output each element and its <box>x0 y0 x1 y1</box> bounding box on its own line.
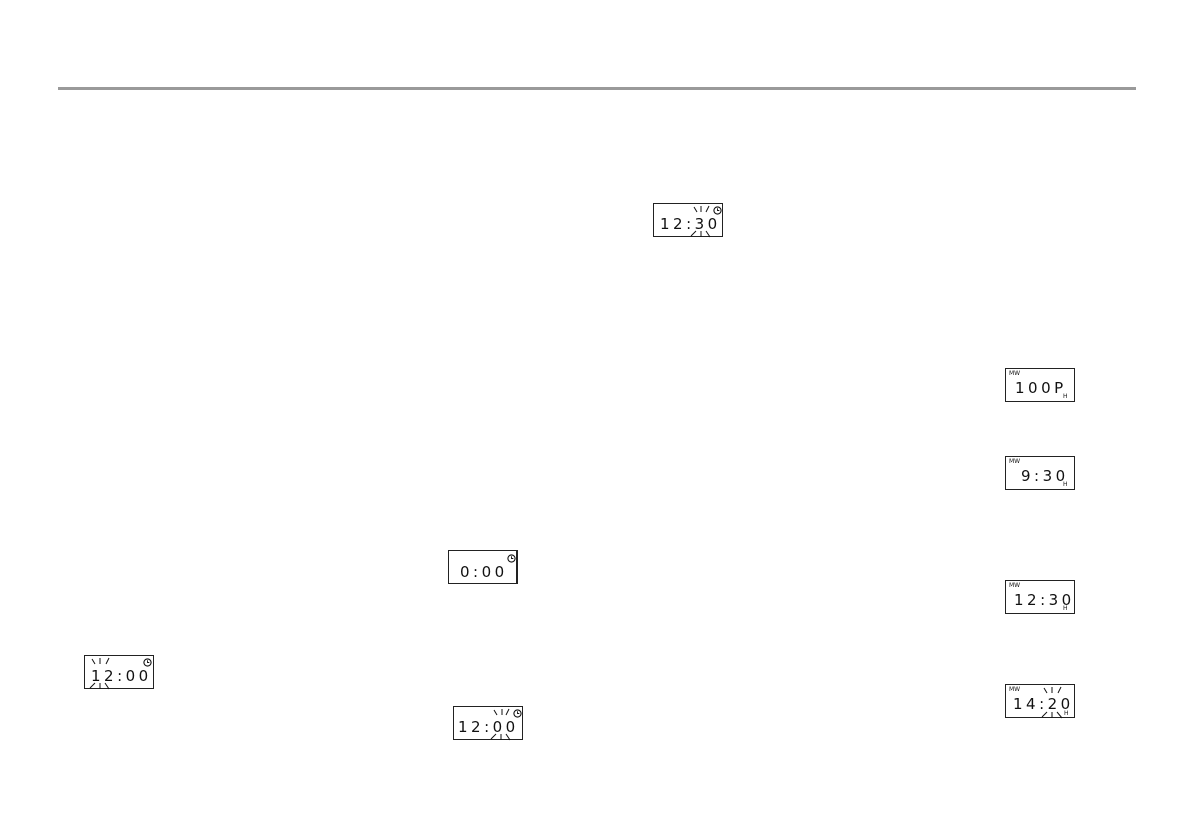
blink-rays-icon <box>89 657 110 690</box>
mw-label: MW <box>1009 686 1021 693</box>
lcd-readout: 0:00 <box>460 563 508 581</box>
lcd-display-000: 0:00 <box>448 550 518 584</box>
lcd-display-mw-1230: MW 12:30 H <box>1005 580 1075 614</box>
lcd-readout: 14:20 <box>1013 695 1074 713</box>
mw-label: MW <box>1009 370 1021 377</box>
lcd-readout: 12:00 <box>458 718 519 736</box>
blink-rays-icon <box>690 205 711 238</box>
lcd-readout: 9:30 <box>1021 467 1069 485</box>
mw-label: MW <box>1009 458 1021 465</box>
h-mark: H <box>1064 710 1069 717</box>
top-rule <box>58 87 1136 90</box>
clock-icon <box>507 554 516 563</box>
lcd-display-930: MW 9:30 H <box>1005 456 1075 490</box>
lcd-readout: 100P <box>1015 379 1067 397</box>
lcd-display-1200-blinking-hour: 12:00 <box>84 655 154 690</box>
blink-rays-icon <box>1041 686 1063 719</box>
clock-icon <box>143 658 152 667</box>
h-mark: H <box>1063 605 1068 612</box>
mw-label: MW <box>1009 582 1021 589</box>
h-mark: H <box>1063 481 1068 488</box>
h-mark: H <box>1063 393 1068 400</box>
lcd-display-100p: MW 100P H <box>1005 368 1075 402</box>
lcd-readout: 12:30 <box>660 215 721 233</box>
lcd-readout: 12:30 <box>1014 591 1075 609</box>
lcd-readout: 12:00 <box>91 667 152 685</box>
lcd-display-1200-blinking-minute: 12:00 <box>453 706 523 741</box>
lcd-display-1230-blinking: 12:30 <box>653 203 723 238</box>
lcd-display-mw-1420-blinking: MW 14:20 H <box>1005 684 1075 719</box>
clock-icon <box>513 709 522 718</box>
clock-icon <box>713 206 722 215</box>
blink-rays-icon <box>490 708 511 741</box>
